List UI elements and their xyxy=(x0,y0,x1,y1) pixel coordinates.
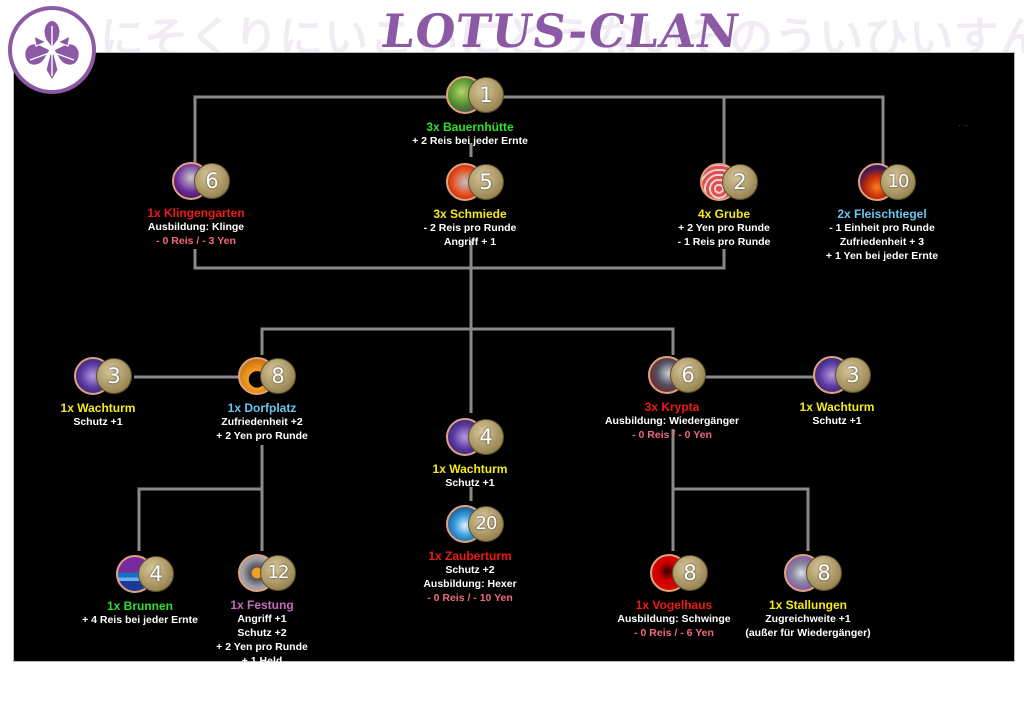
building-effect: + 1 Yen bei jeder Ernte xyxy=(825,250,939,262)
upkeep-cost: - 0 Reis / - 6 Yen xyxy=(634,627,714,639)
cost-coin-badge: 6 xyxy=(194,163,230,199)
cost-coin-badge: 12 xyxy=(260,555,296,591)
building-name: 1x Dorfplatz xyxy=(227,401,297,415)
building-effect: Ausbildung: Schwinge xyxy=(617,613,731,625)
upkeep-cost: - 0 Reis / - 10 Yen xyxy=(427,592,513,604)
building-effect: Ausbildung: Wiedergänger xyxy=(604,415,740,427)
building-name: 1x Wachturm xyxy=(432,462,508,476)
building-name: 1x Zauberturm xyxy=(428,549,512,563)
building-name: 3x Schmiede xyxy=(433,207,507,221)
building-effect: Zufriedenheit + 3 xyxy=(839,236,925,248)
building-effect: Schutz +2 xyxy=(237,627,287,639)
lotus-crest-icon xyxy=(8,6,96,94)
cost-coin-badge: 1 xyxy=(468,77,504,113)
building-name: 4x Grube xyxy=(697,207,751,221)
cost-coin-badge: 4 xyxy=(138,556,174,592)
upkeep-cost: - 0 Reis / - 0 Yen xyxy=(632,429,712,441)
building-label: 1x Brunnen+ 4 Reis bei jeder Ernte xyxy=(30,599,250,627)
building-effect: Schutz +1 xyxy=(445,477,495,489)
building-effect: + 4 Reis bei jeder Ernte xyxy=(82,614,198,626)
building-effect: Ausbildung: Hexer xyxy=(423,578,517,590)
building-effect: + 2 Yen pro Runde xyxy=(216,430,308,442)
connector-dorf-branch xyxy=(137,445,264,551)
header: にそくりにいこいにとうないそのういひいすん LOTUS-CLAN xyxy=(0,0,1024,64)
building-effect: + 2 Yen pro Runde xyxy=(678,222,770,234)
building-effect: Angriff +1 xyxy=(237,613,287,625)
cost-coin-badge: 8 xyxy=(672,555,708,591)
building-name: 1x Brunnen xyxy=(106,599,173,613)
building-name: 1x Vogelhaus xyxy=(635,598,713,612)
connector-krypta-branch xyxy=(671,429,810,551)
building-name: 3x Bauernhütte xyxy=(426,120,514,134)
building-name: 1x Stallungen xyxy=(768,598,848,612)
building-effect: Ausbildung: Klinge xyxy=(147,221,245,233)
decorative-dots: · ·· xyxy=(958,121,969,130)
connector-mid-bar xyxy=(260,327,675,355)
cost-coin-badge: 3 xyxy=(835,357,871,393)
building-name: 1x Wachturm xyxy=(799,400,875,414)
cost-coin-badge: 20 xyxy=(468,506,504,542)
building-effect: - 1 Einheit pro Runde xyxy=(829,222,935,234)
building-name: 2x Fleischtiegel xyxy=(837,207,927,221)
building-name: 1x Festung xyxy=(230,598,294,612)
cost-coin-badge: 8 xyxy=(806,555,842,591)
cost-coin-badge: 4 xyxy=(468,419,504,455)
building-effect: + 1 Held xyxy=(241,655,283,667)
cost-coin-badge: 6 xyxy=(670,357,706,393)
page-title: LOTUS-CLAN xyxy=(378,4,744,58)
building-label: 3x Bauernhütte+ 2 Reis bei jeder Ernte xyxy=(360,120,580,148)
building-effect: Zufriedenheit +2 xyxy=(221,416,303,428)
building-effect: Schutz +2 xyxy=(445,564,495,576)
upkeep-cost: - 0 Reis / - 3 Yen xyxy=(156,235,236,247)
cost-coin-badge: 8 xyxy=(260,358,296,394)
building-effect: + 2 Yen pro Runde xyxy=(216,641,308,653)
building-effect: Schutz +1 xyxy=(73,416,123,428)
building-name: 3x Krypta xyxy=(644,400,700,414)
building-effect: + 2 Reis bei jeder Ernte xyxy=(412,135,528,147)
building-name: 1x Klingengarten xyxy=(147,206,245,220)
building-effect: (außer für Wiedergänger) xyxy=(745,627,871,639)
building-name: 1x Wachturm xyxy=(60,401,136,415)
building-effect: - 2 Reis pro Runde xyxy=(423,222,517,234)
cost-coin-badge: 2 xyxy=(722,164,758,200)
building-effect: Zugreichweite +1 xyxy=(765,613,851,625)
cost-coin-badge: 5 xyxy=(468,164,504,200)
building-label: 4x Grube+ 2 Yen pro Runde - 1 Reis pro Ru… xyxy=(614,207,834,249)
connector-top-bar xyxy=(193,95,885,169)
building-effect: Angriff + 1 xyxy=(443,236,497,248)
building-effect: - 1 Reis pro Runde xyxy=(677,236,771,248)
cost-coin-badge: 10 xyxy=(880,164,916,200)
building-effect: Schutz +1 xyxy=(812,415,862,427)
connector-merge-bar xyxy=(193,249,726,270)
cost-coin-badge: 3 xyxy=(96,358,132,394)
